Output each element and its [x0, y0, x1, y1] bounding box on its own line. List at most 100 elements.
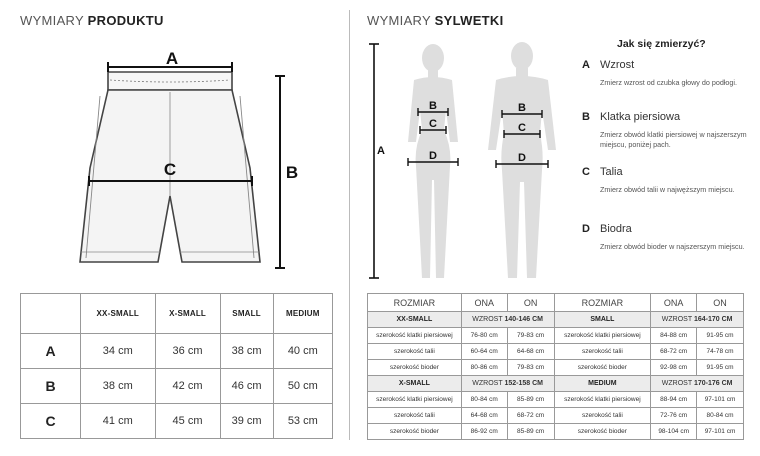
table-cell: 38 cm [80, 368, 156, 404]
table-cell: 45 cm [154, 403, 221, 439]
header-ona: ONA [650, 293, 698, 312]
size-name: XX-SMALL [367, 311, 462, 328]
table-cell: 38 cm [219, 333, 274, 369]
height-value: 140-146 CM [504, 316, 543, 323]
title-light: WYMIARY [367, 13, 431, 28]
table-cell: 68-72 cm [650, 343, 698, 360]
table-cell: 97-101 cm [696, 423, 744, 440]
measure-label: szerokość bioder [553, 423, 652, 440]
instruction-letter: D [582, 223, 590, 235]
label-male-chest: B [518, 102, 526, 114]
table-cell: 80-84 cm [460, 391, 508, 408]
label-male-hips: D [518, 152, 526, 164]
table-cell: 39 cm [219, 403, 274, 439]
table-cell: 50 cm [272, 368, 334, 404]
table-cell: 91-95 cm [696, 359, 744, 376]
table-cell: 79-83 cm [506, 327, 555, 344]
measure-label: szerokość bioder [367, 423, 462, 440]
label-female-chest: B [429, 100, 437, 112]
size-group-row: XX-SMALL WZROST 140-146 CM SMALL WZROST … [367, 311, 744, 328]
table-row: szerokość talii 64-68 cm 68-72 cm szerok… [367, 407, 744, 424]
height-label: WZROST [661, 316, 692, 323]
measure-label: szerokość bioder [553, 359, 652, 376]
height-label: WZROST [472, 380, 503, 387]
height-label: WZROST [472, 316, 503, 323]
table-cell: 92-98 cm [650, 359, 698, 376]
table-cell: 98-104 cm [650, 423, 698, 440]
product-col-header: X-SMALL [154, 293, 221, 334]
product-col-header: MEDIUM [272, 293, 334, 334]
measure-label: szerokość talii [553, 343, 652, 360]
body-figures-diagram: A B C D B C D [369, 42, 556, 279]
header-on: ON [506, 293, 555, 312]
measure-label: szerokość klatki piersiowej [553, 391, 652, 408]
size-name: X-SMALL [367, 375, 462, 392]
shorts-diagram: A C B [79, 49, 298, 269]
label-height: A [377, 145, 385, 157]
female-silhouette [408, 44, 458, 278]
size-height: WZROST 152-158 CM [460, 375, 555, 392]
table-cell: 88-94 cm [650, 391, 698, 408]
title-bold: PRODUKTU [87, 13, 164, 28]
instruction-desc: Zmierz obwód talii w najwęższym miejscu. [600, 185, 735, 194]
table-cell: 85-89 cm [506, 391, 555, 408]
label-male-waist: C [518, 122, 526, 134]
table-cell: 91-95 cm [696, 327, 744, 344]
male-measurements: B C D [495, 102, 549, 168]
table-cell: 85-89 cm [506, 423, 555, 440]
shorts-side-line-left [85, 95, 101, 259]
instruction-desc: Zmierz obwód klatki piersiowej w najszer… [600, 130, 747, 149]
table-row: szerokość klatki piersiowej 76-80 cm 79-… [367, 327, 744, 344]
label-b: B [286, 163, 298, 182]
header-rozmiar: ROZMIAR [367, 293, 462, 312]
table-cell: 36 cm [154, 333, 221, 369]
measure-label: szerokość talii [367, 407, 462, 424]
product-col-header: SMALL [219, 293, 274, 334]
size-table-header: ROZMIAR ONA ON ROZMIAR ONA ON [367, 293, 744, 312]
measure-label: szerokość klatki piersiowej [367, 327, 462, 344]
instruction-letter: A [582, 59, 590, 71]
size-name: MEDIUM [553, 375, 652, 392]
table-cell: 74-78 cm [696, 343, 744, 360]
size-height: WZROST 140-146 CM [460, 311, 555, 328]
product-dimensions-title: WYMIARY PRODUKTU [20, 13, 164, 28]
measure-label: szerokość bioder [367, 359, 462, 376]
instruction-letter: C [582, 166, 590, 178]
title-bold: SYLWETKI [434, 13, 504, 28]
table-cell: 41 cm [80, 403, 156, 439]
table-cell: 79-83 cm [506, 359, 555, 376]
product-size-table: XX-SMALL X-SMALL SMALL MEDIUM A 34 cm 36… [20, 293, 334, 439]
table-cell: 64-68 cm [460, 407, 508, 424]
table-row: szerokość bioder 80-86 cm 79-83 cm szero… [367, 359, 744, 376]
product-table-header: XX-SMALL X-SMALL SMALL MEDIUM [20, 293, 334, 334]
label-female-waist: C [429, 118, 437, 130]
table-row: szerokość klatki piersiowej 80-84 cm 85-… [367, 391, 744, 408]
product-col-header: XX-SMALL [80, 293, 156, 334]
measure-label: szerokość talii [553, 407, 652, 424]
size-name: SMALL [553, 311, 652, 328]
table-cell: 72-76 cm [650, 407, 698, 424]
table-cell: 68-72 cm [506, 407, 555, 424]
instruction-name: Wzrost [600, 59, 635, 71]
size-height: WZROST 170-176 CM [650, 375, 744, 392]
instruction-name: Biodra [600, 223, 632, 235]
title-light: WYMIARY [20, 13, 84, 28]
body-size-table: ROZMIAR ONA ON ROZMIAR ONA ON XX-SMALL W… [367, 293, 744, 440]
table-cell: 64-68 cm [506, 343, 555, 360]
instruction-desc: Zmierz wzrost od czubka głowy do podłogi… [600, 78, 738, 87]
male-silhouette [488, 42, 556, 278]
instruction-desc: Zmierz obwód bioder w najszerszym miejsc… [600, 242, 745, 251]
drawstring [109, 79, 231, 83]
table-cell: 80-86 cm [460, 359, 508, 376]
row-label: B [20, 368, 81, 404]
row-label: A [20, 333, 81, 369]
body-dimensions-title: WYMIARY SYLWETKI [367, 13, 504, 28]
header-ona: ONA [460, 293, 508, 312]
section-divider [349, 10, 350, 440]
shorts-side-line-right [239, 95, 255, 259]
measure-label: szerokość klatki piersiowej [367, 391, 462, 408]
header-rozmiar: ROZMIAR [553, 293, 652, 312]
table-row: B 38 cm 42 cm 46 cm 50 cm [20, 368, 334, 404]
table-row: szerokość talii 60-64 cm 64-68 cm szerok… [367, 343, 744, 360]
instruction-letter: B [582, 111, 590, 123]
